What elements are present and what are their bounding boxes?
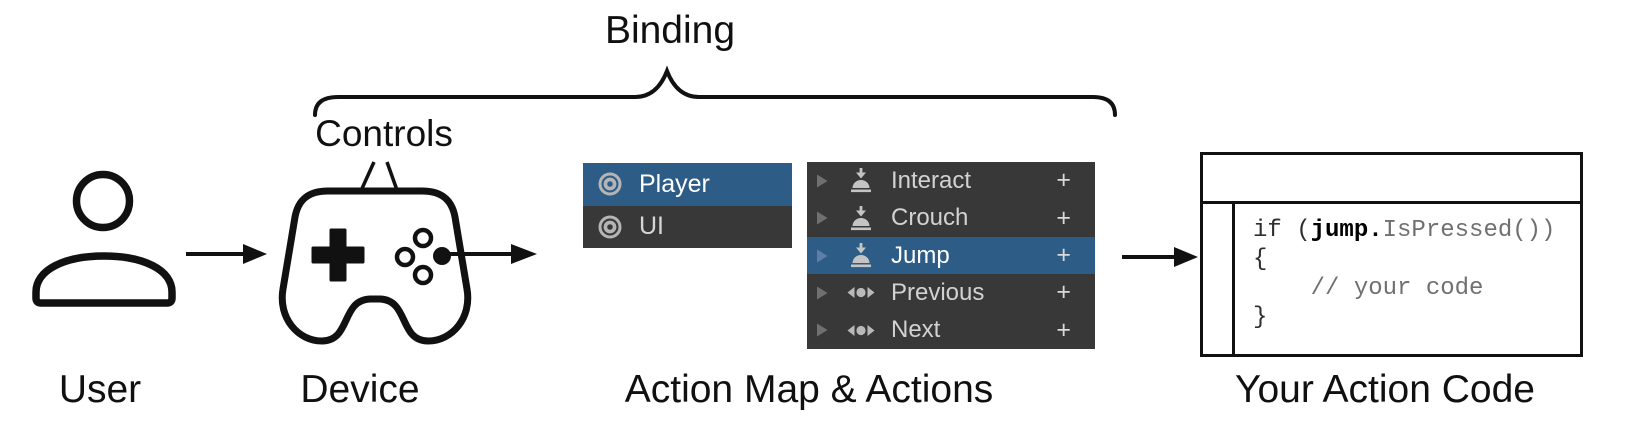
add-binding-button[interactable]: + — [1056, 166, 1071, 195]
code-body: if (jump.IsPressed()) { // your code } — [1203, 204, 1580, 354]
button-action-icon — [847, 243, 875, 268]
code-window: if (jump.IsPressed()) { // your code } — [1200, 152, 1583, 357]
action-map-label: Player — [639, 169, 710, 198]
add-binding-button[interactable]: + — [1056, 203, 1071, 232]
foldout-triangle-icon[interactable] — [815, 285, 829, 301]
button-action-icon — [847, 205, 875, 231]
stage-label-action-map: Action Map & Actions — [624, 368, 994, 411]
code-close-brace: } — [1253, 304, 1268, 331]
action-row-previous[interactable]: Previous + — [807, 274, 1095, 312]
action-label: Crouch — [891, 204, 969, 232]
foldout-triangle-icon[interactable] — [815, 210, 829, 226]
code-gutter-line — [1232, 204, 1235, 354]
action-map-row-player[interactable]: Player — [583, 163, 792, 206]
code-method-call: IsPressed()) — [1382, 217, 1556, 244]
action-row-crouch[interactable]: Crouch + — [807, 199, 1095, 237]
composite-action-icon — [847, 323, 875, 338]
face-button-top-icon — [412, 227, 434, 249]
action-label: Interact — [891, 166, 972, 194]
code-open-brace: { — [1253, 246, 1268, 273]
stage-label-device: Device — [300, 368, 420, 411]
action-maps-panel: Player UI — [583, 163, 792, 248]
face-button-right-icon — [433, 247, 451, 265]
action-label: Previous — [891, 278, 985, 306]
face-button-left-icon — [394, 246, 416, 268]
stage-label-action-code: Your Action Code — [1235, 368, 1535, 411]
action-label: Next — [891, 316, 941, 344]
action-map-row-ui[interactable]: UI — [583, 205, 792, 248]
actions-panel: Interact + Crouch + — [807, 162, 1095, 350]
binding-brace — [313, 65, 1117, 117]
foldout-triangle-icon[interactable] — [815, 322, 829, 338]
action-row-next[interactable]: Next + — [807, 311, 1095, 350]
action-code: if (jump.IsPressed()) { // your code } — [1203, 204, 1580, 332]
action-map-label: UI — [639, 212, 664, 241]
code-comment: // your code — [1253, 275, 1484, 302]
face-button-bottom-icon — [412, 264, 434, 286]
action-row-interact[interactable]: Interact + — [807, 162, 1095, 200]
flow-arrow-device-to-map-icon — [445, 244, 537, 264]
foldout-triangle-icon[interactable] — [815, 173, 829, 189]
action-map-icon — [598, 172, 622, 196]
stage-label-user: User — [58, 368, 142, 411]
dpad-icon — [311, 228, 365, 282]
button-action-icon — [847, 168, 875, 193]
foldout-triangle-icon[interactable] — [815, 248, 829, 264]
code-if-keyword: if ( — [1253, 217, 1311, 244]
code-action-ref: jump. — [1310, 217, 1383, 244]
action-map-icon — [598, 215, 622, 239]
controls-label: Controls — [315, 113, 453, 154]
add-binding-button[interactable]: + — [1056, 241, 1071, 270]
flow-arrow-map-to-code-icon — [1122, 247, 1198, 267]
binding-label: Binding — [604, 9, 736, 52]
add-binding-button[interactable]: + — [1056, 278, 1071, 307]
action-row-jump[interactable]: Jump + — [807, 236, 1095, 275]
composite-action-icon — [847, 285, 875, 300]
flow-arrow-user-to-device-icon — [186, 244, 267, 264]
add-binding-button[interactable]: + — [1056, 315, 1071, 344]
gamepad-icon — [278, 187, 472, 345]
code-window-titlebar — [1203, 155, 1580, 204]
user-icon — [32, 170, 176, 307]
action-label: Jump — [891, 241, 950, 269]
